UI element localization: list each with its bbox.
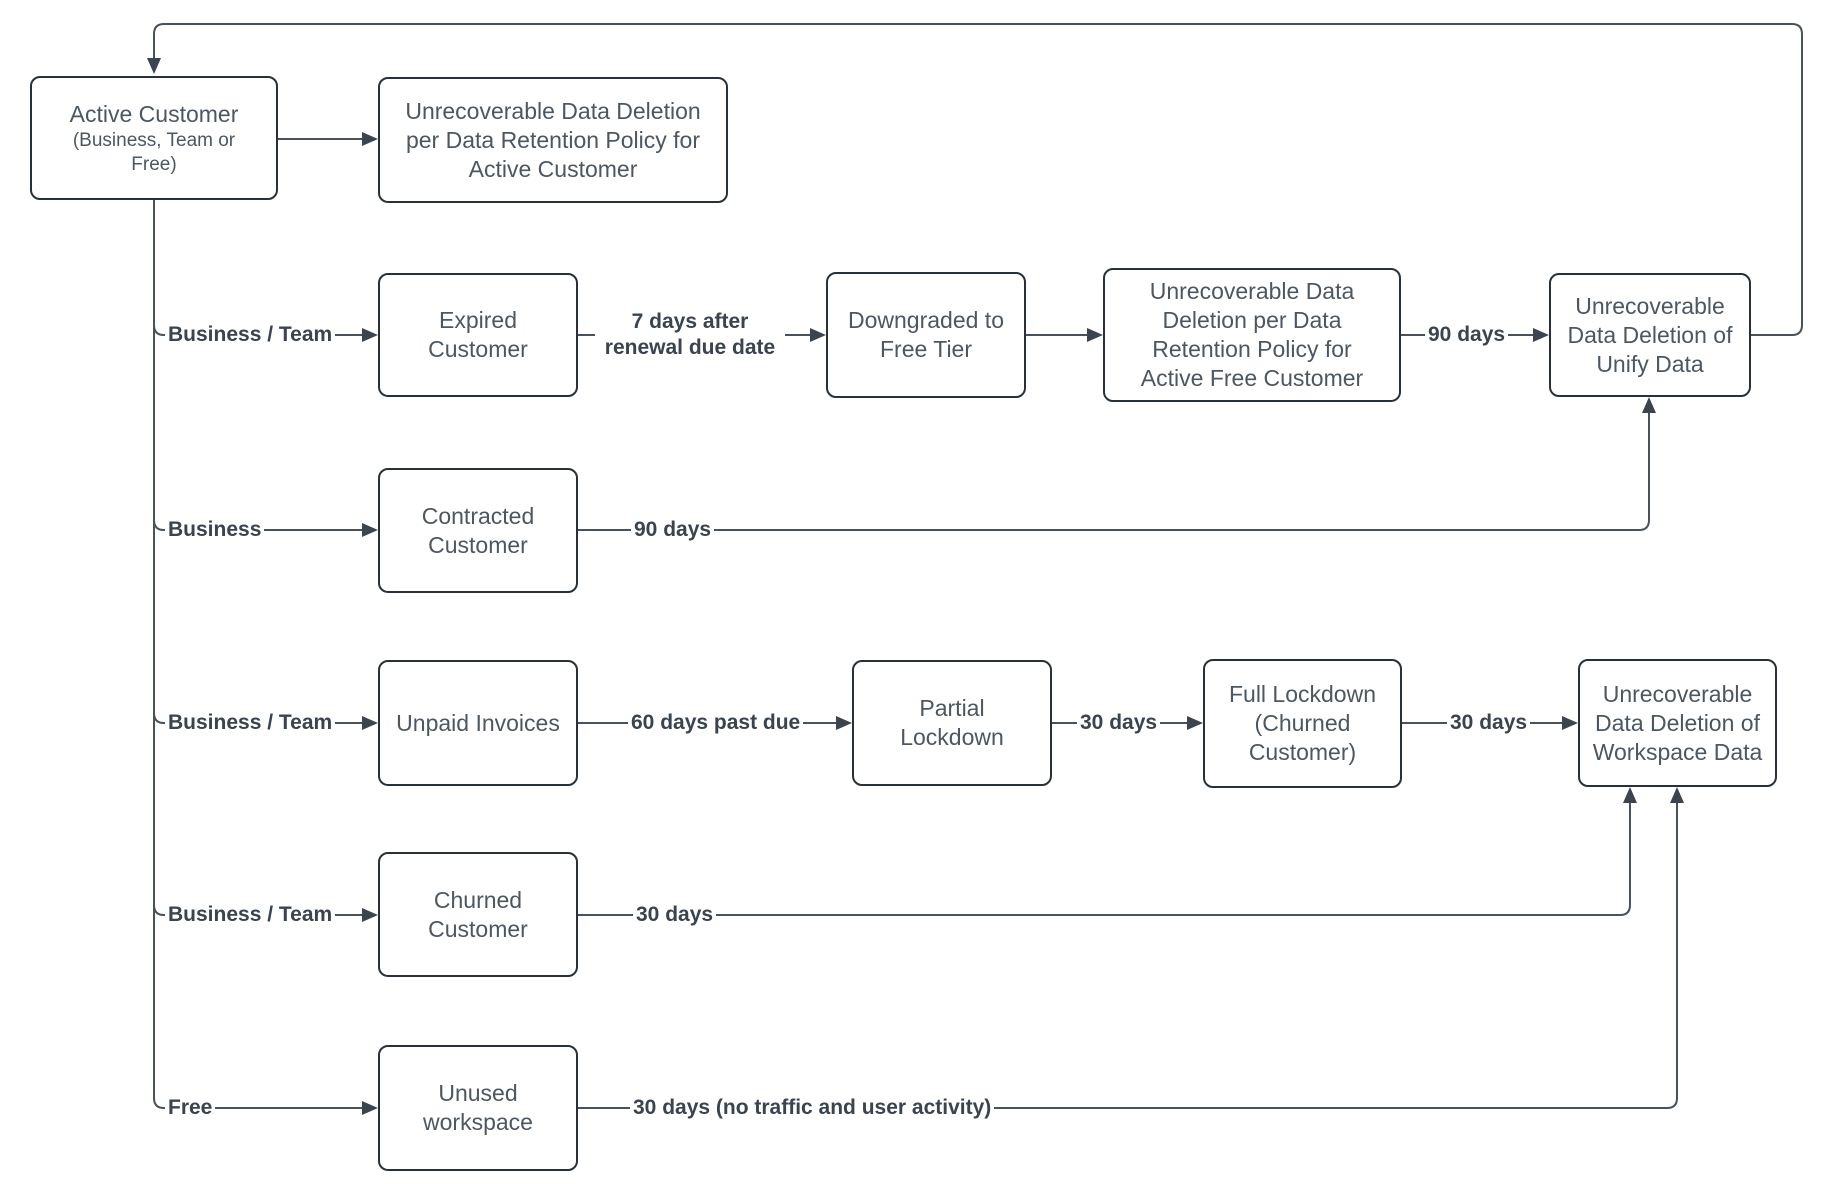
node-full-lockdown: Full Lockdown (Churned Customer) xyxy=(1203,659,1402,788)
arrowhead-into-expired xyxy=(362,328,378,342)
edge-label-30-days-churned: 30 days xyxy=(633,902,717,928)
node-text-line: Expired xyxy=(439,307,517,333)
node-text-line: Unused xyxy=(438,1080,518,1106)
branch-label-business-team-expired: Business / Team xyxy=(165,322,336,348)
arrowhead-into-partial xyxy=(836,716,852,730)
node-unpaid-invoices: Unpaid Invoices xyxy=(378,660,578,786)
node-text-line: Unrecoverable Data Deletion xyxy=(405,97,701,124)
feedback-line xyxy=(153,23,1803,336)
node-unused-workspace: Unused workspace xyxy=(378,1045,578,1171)
node-unify-data-deletion: Unrecoverable Data Deletion of Unify Dat… xyxy=(1549,273,1751,397)
node-text-line: Customer xyxy=(428,915,528,942)
node-text-line: Data Deletion of xyxy=(1595,709,1760,736)
node-text-line: Unpaid Invoices xyxy=(396,709,560,736)
arrowhead-into-active xyxy=(147,58,161,74)
node-text-line: Lockdown xyxy=(900,724,1004,750)
node-partial-lockdown: Partial Lockdown xyxy=(852,660,1052,786)
arrowhead-into-unpaid xyxy=(362,716,378,730)
edge-label-30-days-partial: 30 days xyxy=(1077,710,1161,736)
edge-label-30-days-no-traffic: 30 days (no traffic and user activity) xyxy=(630,1095,995,1121)
node-text-line: Deletion per Data xyxy=(1162,307,1342,333)
node-text-line: Customer xyxy=(428,336,528,362)
edge-label-7-days-after-renewal: 7 days after renewal due date xyxy=(595,309,785,361)
arrowhead-into-unify-right xyxy=(1533,328,1549,342)
node-contracted-customer: Contracted Customer xyxy=(378,468,578,593)
branch-label-business-team-unpaid: Business / Team xyxy=(165,710,336,736)
arrowhead-into-workspace-bottom-1 xyxy=(1623,787,1637,803)
node-text-line: Data Deletion of xyxy=(1567,321,1733,348)
node-workspace-data-deletion: Unrecoverable Data Deletion of Workspace… xyxy=(1578,659,1777,787)
node-text-line: per Data Retention Policy for xyxy=(405,126,701,153)
branch-contracted xyxy=(153,519,362,531)
node-text-line: Retention Policy for xyxy=(1152,336,1352,362)
arrowhead-into-workspace-left xyxy=(1562,716,1578,730)
arrowhead-into-downgraded xyxy=(810,328,826,342)
node-active-data-deletion: Unrecoverable Data Deletion per Data Ret… xyxy=(378,77,728,203)
node-text-line: Unrecoverable xyxy=(1575,292,1725,319)
edge-label-90-days-free-policy: 90 days xyxy=(1425,322,1509,348)
edge-contracted-to-unify xyxy=(578,413,1650,531)
arrowhead-into-unused xyxy=(362,1101,378,1115)
node-text-line: Churned xyxy=(433,886,523,913)
branch-expired xyxy=(153,324,362,336)
edge-churned-to-workspace xyxy=(578,803,1631,916)
arrowhead-into-unify-bottom xyxy=(1642,397,1656,413)
node-text-line: Customer) xyxy=(1248,739,1357,765)
branch-churned xyxy=(153,904,362,916)
arrowhead-into-free-policy xyxy=(1087,328,1103,342)
arrowhead-into-workspace-bottom-2 xyxy=(1670,787,1684,803)
node-text-line: workspace xyxy=(423,1109,533,1135)
node-text-line: Active Free Customer xyxy=(1140,365,1364,391)
node-active-customer: Active Customer (Business, Team or Free) xyxy=(30,76,278,200)
node-text-line: Contracted xyxy=(421,502,535,529)
branch-label-business-contracted: Business xyxy=(165,517,265,543)
node-text-line: Unify Data xyxy=(1596,350,1704,377)
trunk-line xyxy=(153,200,165,1109)
edge-label-60-days-past-due: 60 days past due xyxy=(628,710,804,736)
node-text-line: Workspace Data xyxy=(1592,738,1763,765)
arrowhead-into-active-deletion xyxy=(362,132,378,146)
branch-unpaid xyxy=(153,712,362,724)
node-text-line: Free Tier xyxy=(879,336,973,362)
arrowhead-into-full xyxy=(1187,716,1203,730)
node-text-line: Downgraded to xyxy=(848,307,1004,333)
node-free-customer-deletion: Unrecoverable Data Deletion per Data Ret… xyxy=(1103,268,1401,402)
arrowhead-into-contracted xyxy=(362,523,378,537)
node-churned-customer: Churned Customer xyxy=(378,852,578,977)
node-text-line: Active Customer xyxy=(468,155,638,182)
edge-unused-to-workspace xyxy=(578,803,1678,1109)
node-text-line: Customer xyxy=(428,531,528,558)
node-text-line: Unrecoverable Data xyxy=(1149,278,1355,304)
node-expired-customer: Expired Customer xyxy=(378,273,578,397)
arrowhead-into-churned xyxy=(362,908,378,922)
node-text-line: Unrecoverable xyxy=(1602,680,1753,707)
node-text-line: Partial xyxy=(919,695,985,721)
branch-label-business-team-churned: Business / Team xyxy=(165,902,336,928)
node-text-line: Full Lockdown xyxy=(1228,681,1377,707)
node-text-subtitle: (Business, Team or Free) xyxy=(72,129,236,175)
node-text-line: (Churned xyxy=(1254,710,1351,736)
branch-label-free-unused: Free xyxy=(165,1095,216,1121)
edge-label-90-days-contracted: 90 days xyxy=(631,517,715,543)
edge-label-30-days-full: 30 days xyxy=(1447,710,1531,736)
node-downgraded-free-tier: Downgraded to Free Tier xyxy=(826,272,1026,398)
node-text-line: Active Customer xyxy=(69,100,239,127)
